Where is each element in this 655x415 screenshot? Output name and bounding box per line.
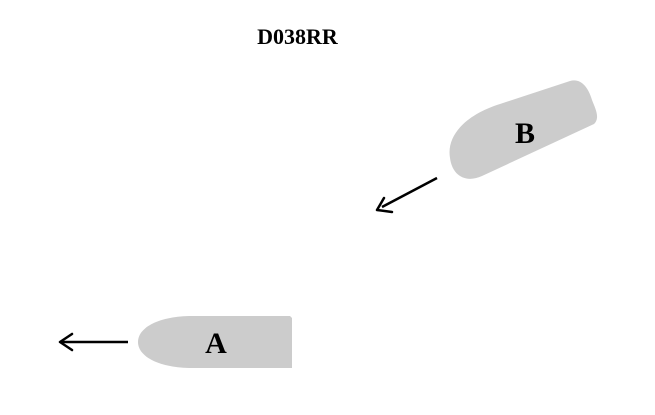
vessel-b-heading-arrow xyxy=(375,176,438,214)
vessel-a-hull xyxy=(138,316,292,368)
vessel-a: A xyxy=(138,316,292,368)
vessel-a-label: A xyxy=(205,327,227,360)
vessel-a-heading-arrow xyxy=(58,332,128,352)
diagram-title: D038RR xyxy=(257,24,338,49)
vessel-b-label: B xyxy=(515,117,535,150)
vessel-b: B xyxy=(449,80,598,179)
vessel-b-hull xyxy=(449,80,598,179)
